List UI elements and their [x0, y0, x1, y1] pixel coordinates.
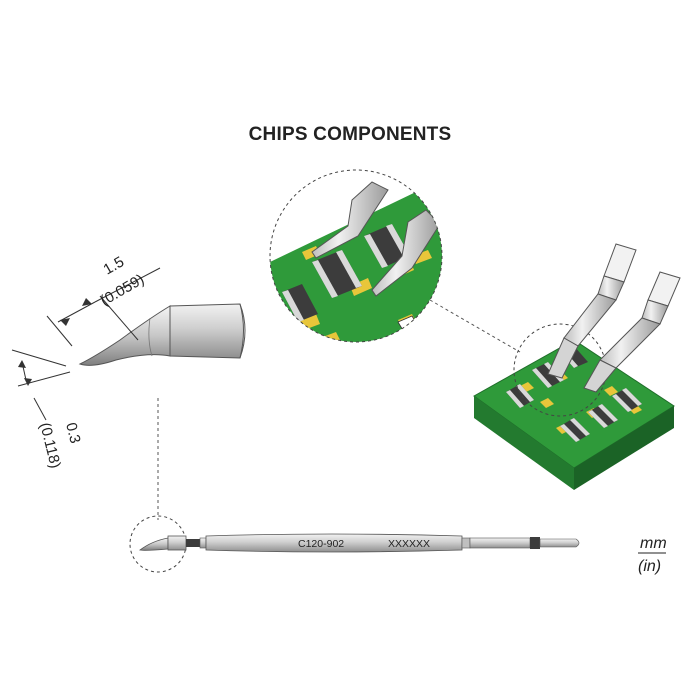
zoom-tip-right: [371, 209, 441, 297]
tweezer-arms: [547, 243, 681, 393]
arrow-3: [18, 360, 26, 368]
dim-length-mm: 1.5: [101, 253, 128, 278]
zoom-circle: [269, 169, 443, 343]
dimension-lines: [11, 267, 161, 421]
zoom-tip-left: [311, 181, 389, 259]
board-chip-4: [560, 418, 590, 442]
cartridge-model: C120-902: [298, 538, 344, 550]
pcb-board: [473, 323, 675, 490]
pcb-side-right: [574, 406, 674, 490]
unit-imperial: (in): [638, 558, 661, 575]
cartridge-tip: [139, 537, 169, 551]
cartridge-body: [205, 533, 463, 553]
page-title: CHIPS COMPONENTS: [248, 124, 452, 145]
tip-cone: [78, 305, 171, 366]
arrow-2: [82, 298, 92, 306]
tip-detail: 1.5 (0.059) 0.3 (0.118): [11, 253, 246, 470]
dim-length-in: (0.059): [98, 271, 148, 309]
dim-tip-in: (0.118): [36, 421, 64, 470]
arrow-4: [24, 378, 32, 386]
board-chip-5: [588, 404, 618, 428]
zoom-chip-1: [312, 250, 362, 298]
leader-line-zoom: [429, 299, 521, 353]
cartridge-serial: XXXXXX: [388, 538, 430, 550]
board-chip-6: [612, 388, 642, 412]
unit-metric: mm: [640, 535, 667, 552]
units-legend: mm (in): [638, 535, 667, 575]
arrow-1: [60, 318, 70, 326]
cartridge: C120-902 XXXXXX: [129, 515, 580, 573]
pcb-side-left: [474, 396, 574, 490]
tip-shank: [169, 303, 244, 359]
cartridge-sleeve: [167, 535, 187, 551]
zoom-chip-3: [282, 284, 318, 322]
dim-tip-mm: 0.3: [62, 421, 84, 445]
